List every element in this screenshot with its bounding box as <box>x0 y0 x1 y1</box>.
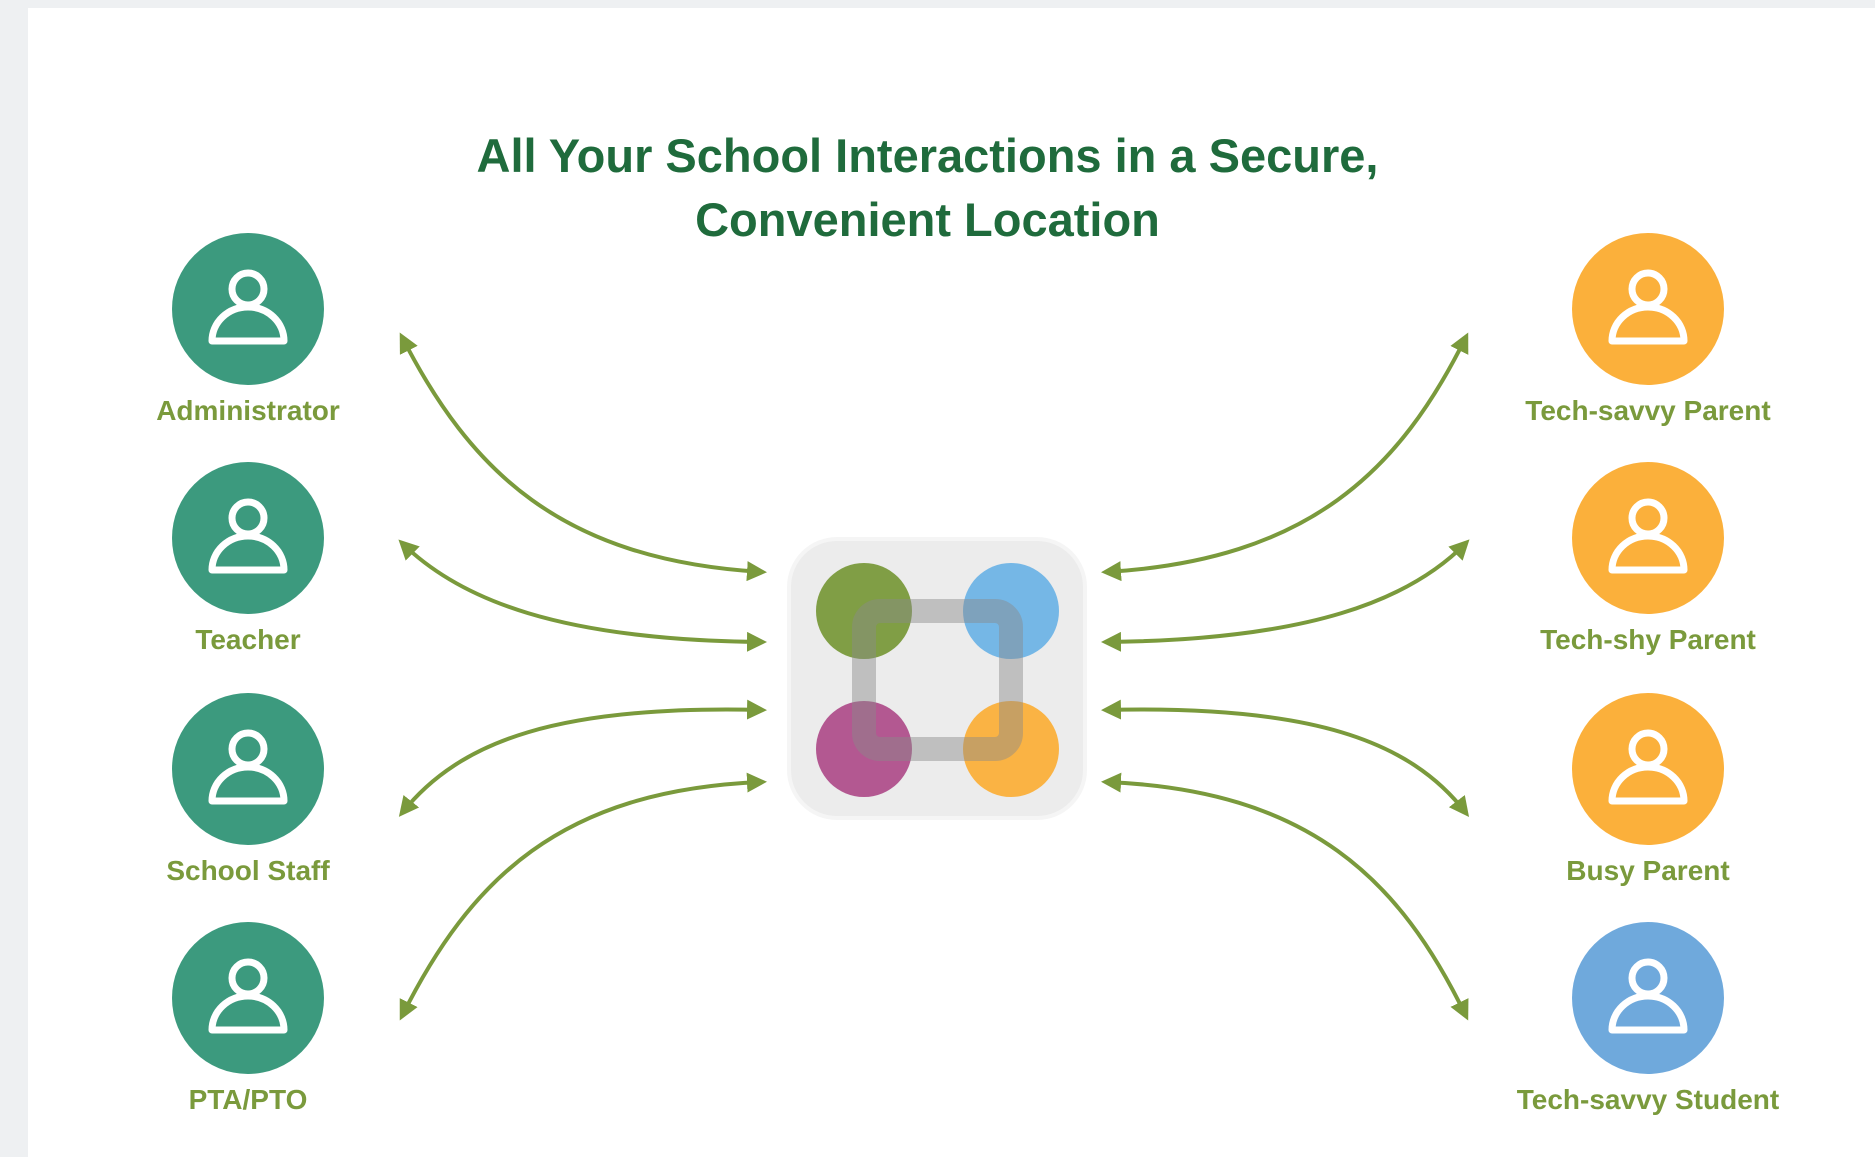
person-school-staff: School Staff <box>88 693 408 887</box>
person-icon <box>208 498 288 574</box>
avatar-circle <box>172 922 324 1074</box>
person-icon <box>1608 498 1688 574</box>
person-teacher: Teacher <box>88 462 408 656</box>
person-label: PTA/PTO <box>188 1084 308 1115</box>
person-icon <box>208 958 288 1034</box>
avatar-circle <box>1572 233 1724 385</box>
page-title-line-2: Convenient Location <box>695 193 1160 246</box>
logo-frame <box>852 599 1023 761</box>
page-title: All Your School Interactions in a Secure… <box>0 124 1855 252</box>
person-busy-parent: Busy Parent <box>1488 693 1808 887</box>
person-pta-pto: PTA/PTO <box>88 922 408 1116</box>
arrow-teacher <box>398 539 767 652</box>
person-label: Administrator <box>156 395 340 426</box>
person-label: Tech-savvy Parent <box>1525 395 1771 426</box>
arrow-tech-savvy-student <box>1101 772 1469 1021</box>
person-label: Teacher <box>195 624 301 655</box>
avatar-circle <box>172 233 324 385</box>
avatar-circle <box>172 693 324 845</box>
app-logo-icon <box>816 563 1059 797</box>
person-icon <box>1608 269 1688 345</box>
logo-dot-purple <box>816 701 912 797</box>
logo-dot-blue <box>963 563 1059 659</box>
hub-logo <box>791 541 1083 816</box>
person-tech-shy-parent: Tech-shy Parent <box>1488 462 1808 656</box>
person-label: Tech-savvy Student <box>1516 1084 1780 1115</box>
avatar-circle <box>1572 693 1724 845</box>
arrow-administrator <box>399 332 767 582</box>
page-title-line-1: All Your School Interactions in a Secure… <box>476 129 1379 182</box>
arrow-busy-parent <box>1101 699 1470 817</box>
person-icon <box>1608 958 1688 1034</box>
avatar-circle <box>172 462 324 614</box>
logo-dot-orange <box>963 701 1059 797</box>
person-label: Busy Parent <box>1566 855 1730 886</box>
person-administrator: Administrator <box>88 233 408 427</box>
avatar-circle <box>1572 922 1724 1074</box>
arrow-pta-pto <box>399 772 767 1021</box>
person-label: School Staff <box>166 855 330 886</box>
arrow-tech-savvy-parent <box>1101 332 1469 582</box>
arrow-tech-shy-parent <box>1101 539 1470 652</box>
avatar-circle <box>1572 462 1724 614</box>
person-icon <box>208 269 288 345</box>
person-label: Tech-shy Parent <box>1540 624 1756 655</box>
arrow-school-staff <box>398 699 767 817</box>
logo-dot-green <box>816 563 912 659</box>
person-icon <box>208 729 288 805</box>
person-tech-savvy-parent: Tech-savvy Parent <box>1488 233 1808 427</box>
person-icon <box>1608 729 1688 805</box>
person-tech-savvy-student: Tech-savvy Student <box>1488 922 1808 1116</box>
